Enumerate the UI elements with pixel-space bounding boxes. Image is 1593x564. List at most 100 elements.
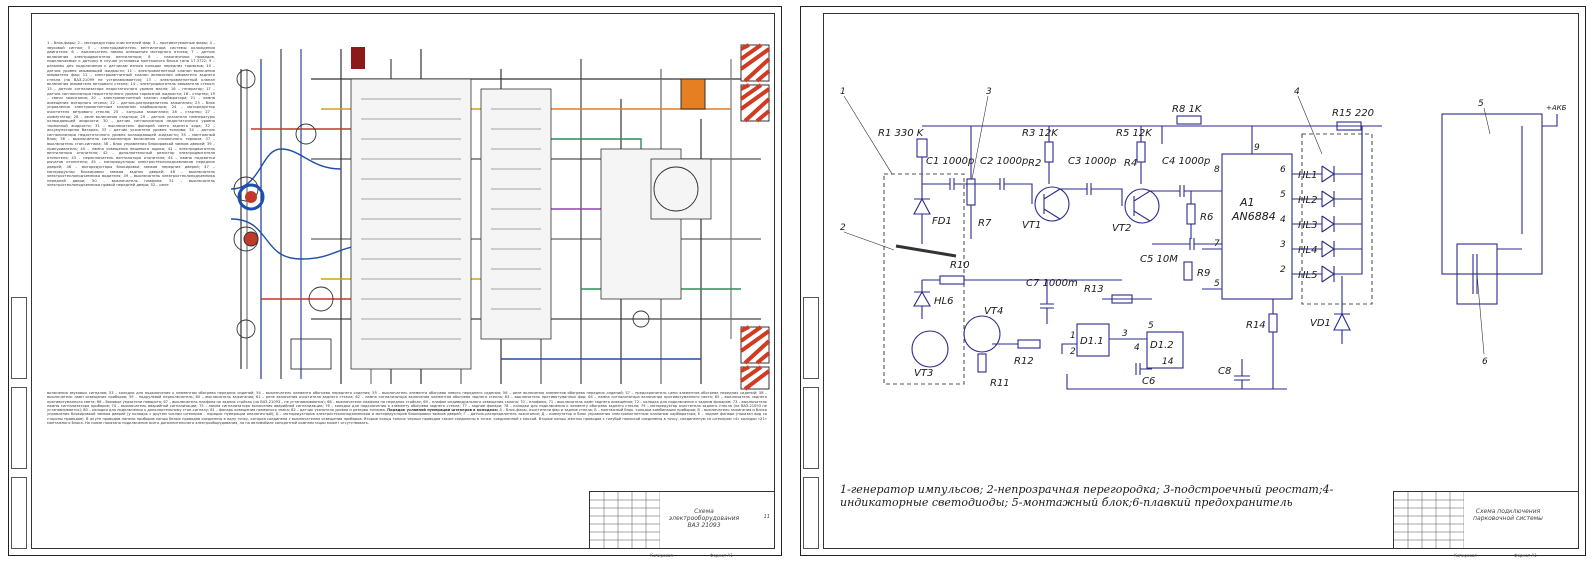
label-hl6: HL6 bbox=[934, 296, 953, 307]
format-copied-label: Копировал bbox=[650, 553, 673, 558]
pin-1: 1 bbox=[1070, 331, 1076, 341]
sheet-frame bbox=[31, 13, 775, 549]
pin-3b: 3 bbox=[1122, 329, 1128, 339]
pin-6: 6 bbox=[1280, 165, 1286, 175]
wiring-drawing bbox=[221, 39, 773, 391]
label-vt2: VT2 bbox=[1112, 223, 1131, 234]
title-line-2: ВАЗ 21093 bbox=[687, 522, 721, 529]
label-d1-1: D1.1 bbox=[1080, 336, 1104, 347]
logic-d1-1 bbox=[1076, 323, 1110, 357]
resistor-r3 bbox=[1044, 141, 1054, 163]
resistor-r14 bbox=[1268, 313, 1278, 333]
resistor-r15 bbox=[1336, 121, 1362, 131]
resistor-r7 bbox=[966, 178, 976, 206]
label-hl1: HL1 bbox=[1298, 170, 1317, 181]
title-block-left: Схема электрооборудования ВАЗ 21093 11 К… bbox=[589, 491, 775, 558]
format-size-label-right: Формат А1 bbox=[1514, 553, 1537, 558]
label-r12: R12 bbox=[1014, 356, 1034, 367]
legend-text: 1 – блок-фары; 2 – моторедукторы очистит… bbox=[47, 41, 215, 188]
title-block-title: Схема электрооборудования ВАЗ 21093 bbox=[664, 508, 744, 529]
parking-schematic: R1 330 K C1 1000p C2 1000p R3 12K R2 C3 … bbox=[840, 87, 1567, 390]
title-block-right: Схема подключения парковочной системы Ко… bbox=[1393, 491, 1579, 558]
resistor-r9 bbox=[1183, 261, 1193, 281]
schematic-sheet: Схема подключения парковочной системы Ко… bbox=[800, 6, 1586, 558]
pin-14: 14 bbox=[1162, 357, 1174, 367]
label-r4: R4 bbox=[1124, 158, 1137, 169]
title-line-2-right: парковочной системы bbox=[1473, 515, 1543, 522]
label-r9: R9 bbox=[1197, 268, 1210, 279]
ic-a1 bbox=[1221, 153, 1293, 300]
label-r6: R6 bbox=[1200, 212, 1213, 223]
pin-5b: 5 bbox=[1214, 279, 1220, 289]
label-vt4: VT4 bbox=[984, 306, 1003, 317]
label-r8: R8 1K bbox=[1172, 104, 1203, 115]
fuse-block bbox=[1456, 243, 1498, 305]
resistor-r13 bbox=[1111, 294, 1133, 304]
title-block-grid-right bbox=[1394, 492, 1464, 548]
label-c4: C4 1000p bbox=[1162, 156, 1210, 167]
label-hl5: HL5 bbox=[1298, 270, 1317, 281]
resistor-r10 bbox=[939, 275, 965, 285]
pin-2b: 2 bbox=[1070, 347, 1076, 357]
callout-5: 5 bbox=[1478, 99, 1484, 109]
transistor-vt3 bbox=[911, 330, 949, 368]
pin-8: 8 bbox=[1214, 165, 1220, 175]
title-line-1-right: Схема подключения bbox=[1475, 508, 1541, 515]
pin-2: 2 bbox=[1280, 265, 1286, 275]
label-d1-2: D1.2 bbox=[1150, 340, 1174, 351]
label-r2: R2 bbox=[1028, 158, 1041, 169]
label-r13: R13 bbox=[1084, 284, 1104, 295]
label-hl2: HL2 bbox=[1298, 195, 1317, 206]
legend-continued: включения звуковых сигналов; 53 – колодк… bbox=[47, 391, 767, 481]
label-c8: C8 bbox=[1218, 366, 1231, 377]
pin-4: 4 bbox=[1280, 215, 1286, 225]
pin-3: 3 bbox=[1280, 240, 1286, 250]
pin-5: 5 bbox=[1280, 190, 1286, 200]
sheet-frame-right bbox=[823, 13, 1579, 549]
pin-7: 7 bbox=[1214, 239, 1220, 249]
label-r15: R15 220 bbox=[1332, 108, 1374, 119]
label-r11: R11 bbox=[990, 378, 1010, 389]
label-c5: C5 10M bbox=[1140, 254, 1178, 265]
callout-1: 1 bbox=[840, 87, 846, 97]
label-c6: C6 bbox=[1142, 376, 1155, 387]
label-a1: A1 bbox=[1239, 196, 1255, 209]
sheet-side-strip bbox=[9, 7, 29, 555]
format-size-label: Формат А1 bbox=[710, 553, 733, 558]
label-c2: C2 1000p bbox=[980, 156, 1028, 167]
legend-continued-text: включения звуковых сигналов; 53 – колодк… bbox=[47, 391, 767, 413]
pin-5c: 5 bbox=[1148, 321, 1154, 331]
format-copied-label-right: Копировал bbox=[1454, 553, 1477, 558]
label-vd1: VD1 bbox=[1310, 318, 1331, 329]
resistor-r11 bbox=[977, 353, 987, 373]
label-fd1: FD1 bbox=[932, 216, 952, 227]
label-c1: C1 1000p bbox=[926, 156, 974, 167]
pin-9: 9 bbox=[1254, 143, 1260, 153]
title-block-sheet-number: 11 bbox=[763, 514, 770, 520]
label-vt1: VT1 bbox=[1022, 220, 1041, 231]
sheet-side-strip-right bbox=[801, 7, 821, 555]
wiring-diagram-sheet: 1 – блок-фары; 2 – моторедукторы очистит… bbox=[8, 6, 782, 558]
title-block-title-right: Схема подключения парковочной системы bbox=[1468, 508, 1548, 522]
resistor-r5 bbox=[1136, 141, 1146, 163]
title-line-1: Схема электрооборудования bbox=[668, 508, 740, 522]
callout-3: 3 bbox=[986, 87, 992, 97]
legend-order-heading: Порядок условной нумерации штекеров в ко… bbox=[387, 408, 499, 413]
label-vt3: VT3 bbox=[914, 368, 933, 379]
callout-2: 2 bbox=[840, 223, 846, 233]
logic-d1-2 bbox=[1146, 331, 1184, 369]
label-r10: R10 bbox=[950, 260, 970, 271]
transistor-vt2 bbox=[1124, 188, 1160, 224]
label-an6884: AN6884 bbox=[1231, 210, 1276, 223]
label-r3: R3 12K bbox=[1022, 128, 1059, 139]
label-r5: R5 12K bbox=[1116, 128, 1153, 139]
label-c3: C3 1000p bbox=[1068, 156, 1116, 167]
schematic-caption: 1-генератор импульсов; 2-непрозрачная пе… bbox=[840, 483, 1334, 509]
resistor-r1 bbox=[916, 138, 928, 158]
pin-4b: 4 bbox=[1134, 343, 1140, 353]
label-hl4: HL4 bbox=[1298, 245, 1317, 256]
legend-order-text: А – блок-фары, очистители фар и задние с… bbox=[47, 408, 767, 426]
transistor-vt1 bbox=[1034, 186, 1070, 222]
label-r1: R1 330 K bbox=[878, 128, 925, 139]
resistor-r6 bbox=[1186, 203, 1196, 225]
